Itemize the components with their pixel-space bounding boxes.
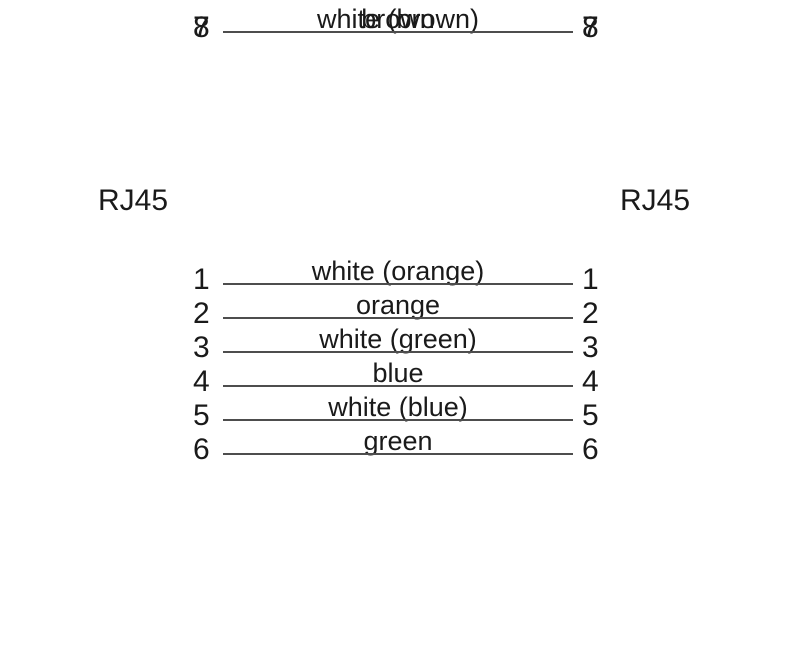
pin-number-left: 8 <box>193 11 210 44</box>
wire-color-label: white (green) <box>319 324 477 354</box>
wire-color-label: orange <box>355 290 441 320</box>
wire-color-label: white (orange) <box>311 256 485 286</box>
wire-row: 5 white (blue) 5 <box>0 388 800 432</box>
wire-row: 4 blue 4 <box>0 354 800 398</box>
wire-line <box>223 31 573 33</box>
pin-number-left: 4 <box>193 365 210 398</box>
wire-line <box>223 453 573 455</box>
wire-line <box>223 351 573 353</box>
wire-line <box>223 385 573 387</box>
pin-number-left: 3 <box>193 331 210 364</box>
pin-number-left: 7 <box>193 11 210 44</box>
pin-number-left: 5 <box>193 399 210 432</box>
wire-color-label: white (blue) <box>328 392 468 422</box>
wire-row: 1 white (orange) 1 <box>0 252 800 296</box>
pin-number-right: 7 <box>582 11 599 44</box>
pin-number-left: 1 <box>193 263 210 296</box>
connector-label-right: RJ45 <box>620 184 691 217</box>
wire-row: 6 green 6 <box>0 422 800 466</box>
pin-number-right: 8 <box>582 11 599 44</box>
wire-line <box>223 419 573 421</box>
pin-number-right: 3 <box>582 331 599 364</box>
pin-number-right: 1 <box>582 263 599 296</box>
pin-number-right: 6 <box>582 433 599 466</box>
wire-row: 2 orange 2 <box>0 286 800 330</box>
pin-number-right: 2 <box>582 297 599 330</box>
wire-line <box>223 317 573 319</box>
wire-color-label: white (brown) <box>316 4 480 34</box>
wire-row: 8 brown 8 <box>0 0 800 44</box>
wire-line <box>223 283 573 285</box>
connector-label-left: RJ45 <box>98 184 169 217</box>
pin-number-right: 4 <box>582 365 599 398</box>
wire-color-label: blue <box>372 358 424 388</box>
pin-number-left: 2 <box>193 297 210 330</box>
pin-number-right: 5 <box>582 399 599 432</box>
wire-color-label: green <box>363 426 433 456</box>
wire-color-label: brown <box>361 4 435 34</box>
pin-number-left: 6 <box>193 433 210 466</box>
wire-row: 3 white (green) 3 <box>0 320 800 364</box>
